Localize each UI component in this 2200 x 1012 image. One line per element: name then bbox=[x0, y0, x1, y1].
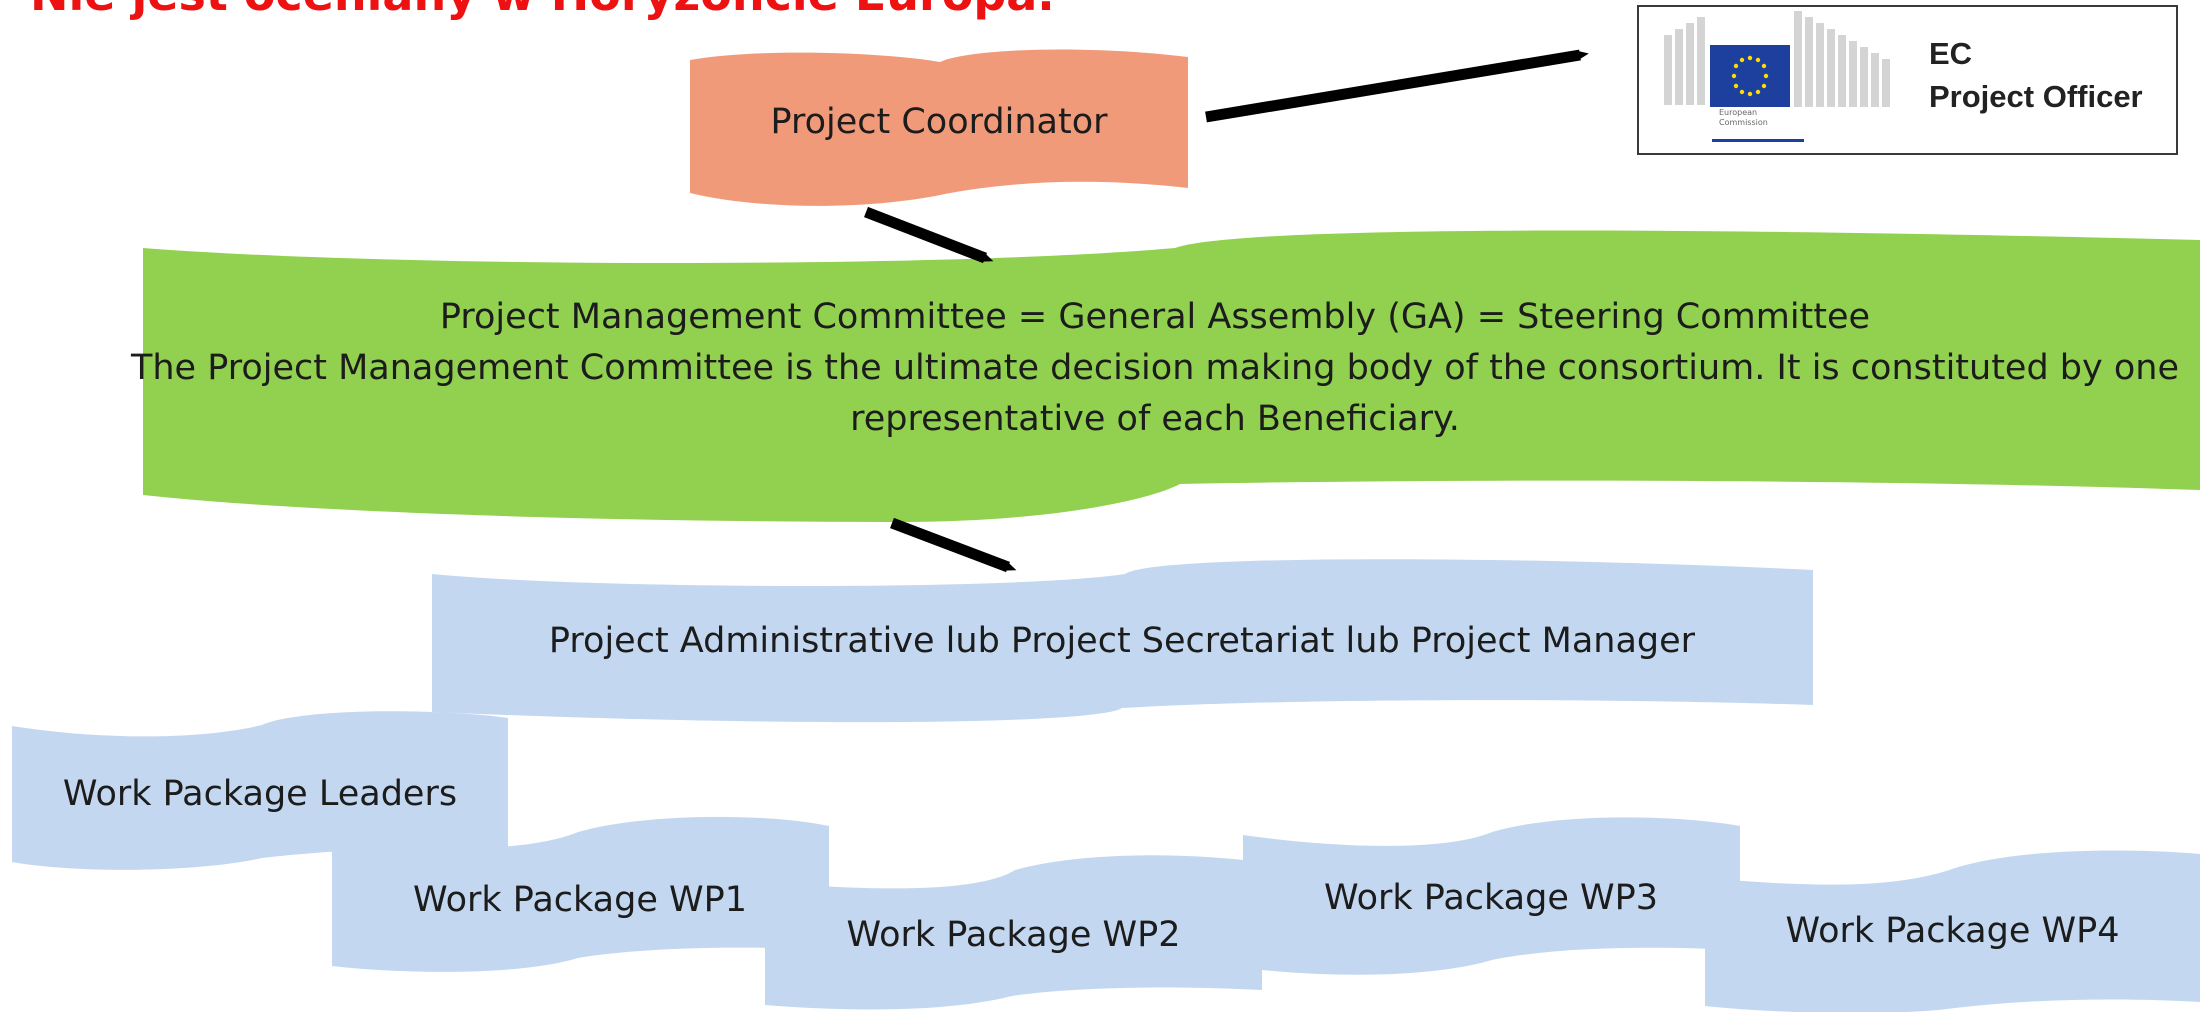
coordinator-shape bbox=[690, 49, 1188, 206]
wp2-label: Work Package WP2 bbox=[846, 915, 1181, 955]
committee-description-line-1: The Project Management Committee is the … bbox=[131, 348, 2179, 388]
coordinator-label: Project Coordinator bbox=[770, 102, 1108, 142]
arrow-coordinator-to-ec bbox=[1205, 49, 1589, 123]
wp1-label: Work Package WP1 bbox=[413, 880, 747, 920]
project-officer-label: Project Officer bbox=[1929, 79, 2143, 114]
committee-shape bbox=[143, 230, 2200, 522]
ec-logo-caption-2: Commission bbox=[1719, 118, 1768, 127]
admin-shape bbox=[432, 559, 1813, 723]
arrow-committee-to-admin bbox=[890, 517, 1017, 573]
wp1-shape bbox=[332, 816, 829, 972]
wp3-shape bbox=[1243, 817, 1740, 975]
ec-project-officer-box: European Commission EC Project Officer bbox=[1637, 5, 2178, 155]
arrow-coordinator-to-committee bbox=[864, 206, 994, 264]
wp-leaders-shape bbox=[12, 711, 508, 870]
wp4-label: Work Package WP4 bbox=[1785, 911, 2120, 951]
ec-logo-caption-1: European bbox=[1719, 108, 1758, 117]
eu-flag-icon bbox=[1664, 11, 1890, 142]
wp3-label: Work Package WP3 bbox=[1324, 878, 1658, 918]
wp-leaders-label: Work Package Leaders bbox=[62, 774, 458, 814]
admin-label: Project Administrative lub Project Secre… bbox=[548, 621, 1696, 661]
committee-title: Project Management Committee = General A… bbox=[439, 297, 1871, 337]
committee-description-line-2: representative of each Beneficiary. bbox=[850, 399, 1460, 439]
wp4-shape bbox=[1705, 850, 2200, 1012]
wp2-shape bbox=[765, 855, 1262, 1010]
slide-headline: Nie jest oceniany w Horyzoncie Europa. bbox=[30, 0, 1055, 21]
ec-label: EC bbox=[1929, 36, 1973, 71]
